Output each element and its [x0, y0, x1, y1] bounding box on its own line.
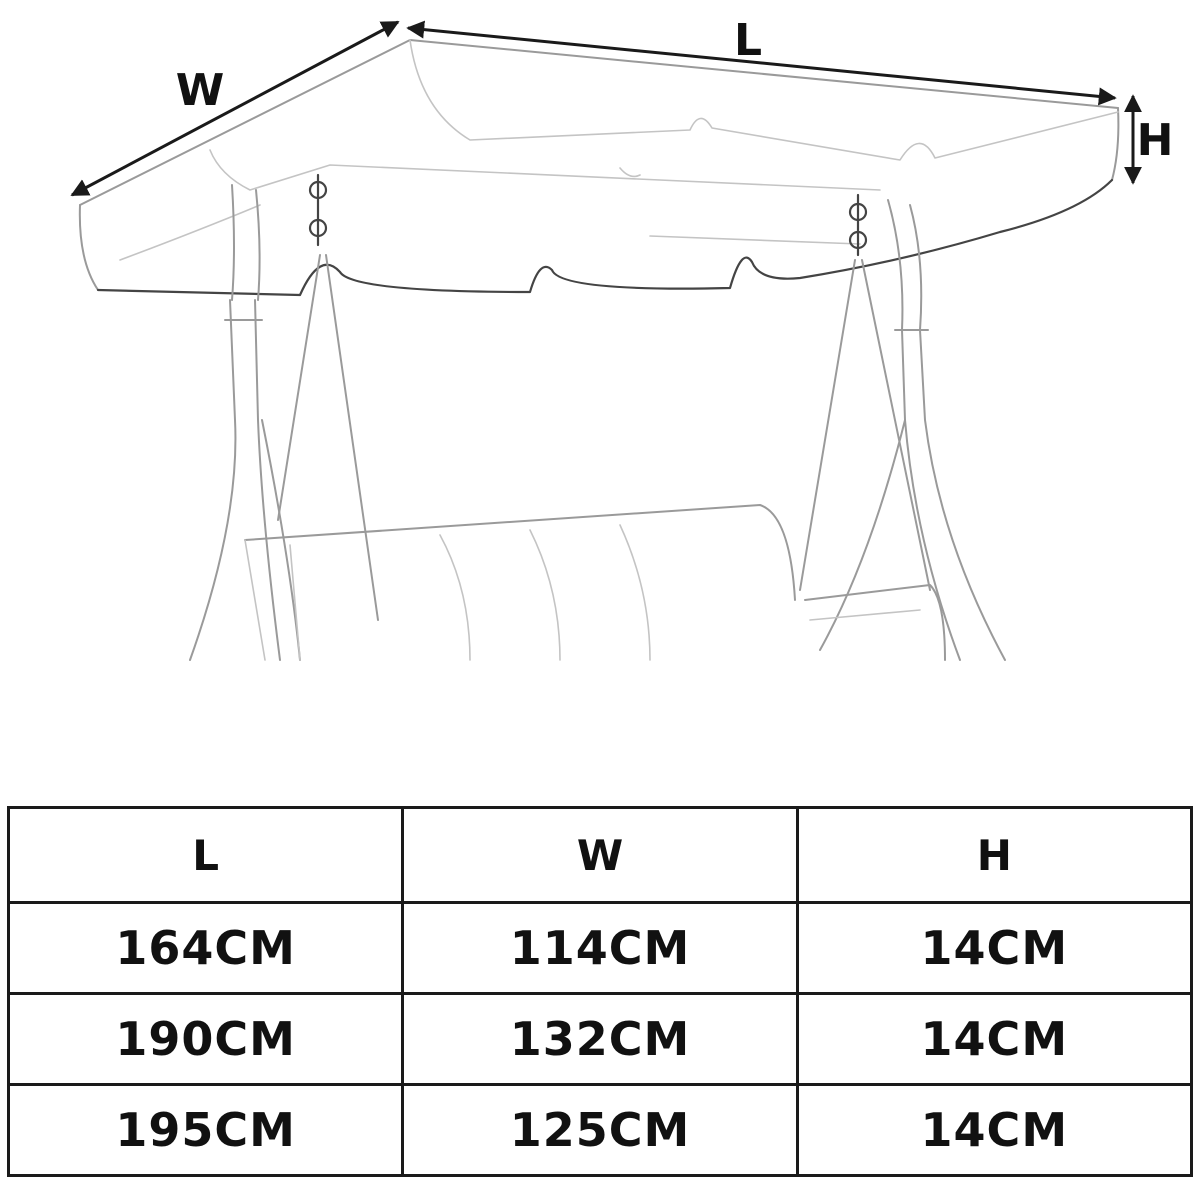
svg-text:L: L [734, 15, 762, 66]
table-header-row: L W H [6, 806, 1194, 904]
cell-length: 164CM [6, 901, 405, 995]
dimension-length: L [406, 15, 1117, 106]
cell-height: 14CM [795, 1083, 1194, 1177]
canopy [78, 39, 1120, 297]
cell-width: 125CM [401, 1083, 799, 1177]
header-width: W [401, 806, 799, 904]
header-length: L [6, 806, 405, 904]
cell-width: 132CM [401, 992, 799, 1086]
svg-text:H: H [1137, 115, 1174, 166]
swing-frame [189, 173, 1006, 661]
svg-text:W: W [176, 65, 225, 116]
cell-height: 14CM [795, 901, 1194, 995]
cell-length: 195CM [6, 1083, 405, 1177]
swing-canopy-diagram: W L H [70, 15, 1174, 661]
table-row: 190CM 132CM 14CM [6, 992, 1194, 1086]
table-row: 164CM 114CM 14CM [6, 901, 1194, 995]
cell-width: 114CM [401, 901, 799, 995]
table-row: 195CM 125CM 14CM [6, 1083, 1194, 1177]
dimension-width: W [70, 20, 400, 197]
cell-height: 14CM [795, 992, 1194, 1086]
header-height: H [795, 806, 1194, 904]
cell-length: 190CM [6, 992, 405, 1086]
dimension-height: H [1124, 94, 1174, 185]
size-table: L W H 164CM 114CM 14CM 190CM 132CM 14CM … [6, 806, 1194, 1177]
